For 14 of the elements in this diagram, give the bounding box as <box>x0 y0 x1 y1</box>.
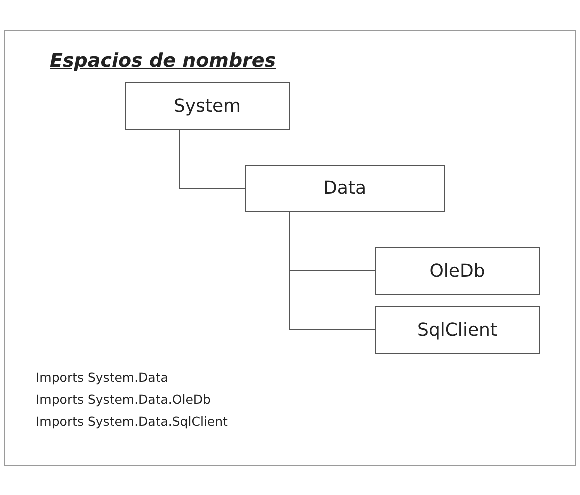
connector-line <box>290 212 376 330</box>
namespace-box <box>375 306 540 354</box>
namespace-name: System <box>174 96 242 116</box>
title: Espacios de nombres <box>50 50 276 72</box>
import-statement: Imports System.Data.SqlClient <box>36 414 228 429</box>
namespace-name: Data <box>324 178 366 199</box>
import-statement: Imports System.Data.OleDb <box>36 392 211 407</box>
namespace-box <box>375 247 540 295</box>
connector-line <box>180 130 246 189</box>
namespace-box <box>245 165 445 212</box>
namespace-name: OleDb <box>430 260 486 282</box>
namespace-box <box>125 82 290 130</box>
namespace-name: SqlClient <box>418 320 498 340</box>
import-statement: Imports System.Data <box>36 370 168 385</box>
